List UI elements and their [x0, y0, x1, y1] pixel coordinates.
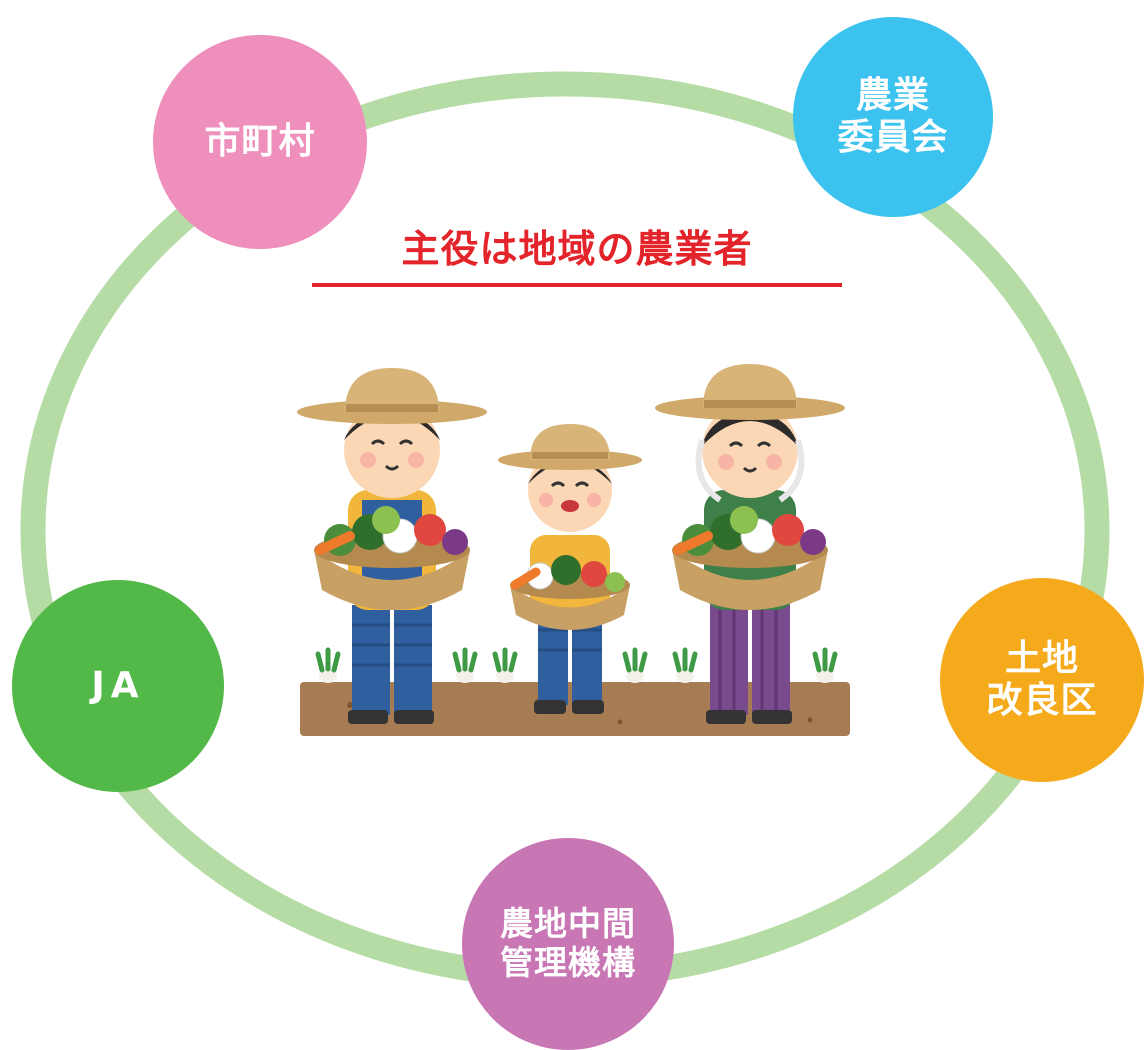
node-land-improvement-district: 土地 改良区 [940, 578, 1144, 782]
node-agricultural-committee: 農業 委員会 [793, 17, 993, 217]
node-ja: JA [12, 580, 224, 792]
farmers-illustration [297, 364, 850, 736]
node-agricultural-committee-label-2: 委員会 [837, 117, 949, 158]
farmer-woman [655, 364, 845, 724]
node-municipality: 市町村 [153, 35, 367, 249]
node-farmland-intermediary-label-1: 農地中間 [500, 904, 636, 944]
node-farmland-intermediary-organization: 農地中間 管理機構 [462, 838, 674, 1050]
title-underline [312, 283, 842, 287]
node-land-improvement-label-2: 改良区 [986, 680, 1098, 721]
farmer-man [297, 368, 487, 724]
daikon-sprouts [315, 647, 838, 683]
node-agricultural-committee-label-1: 農業 [855, 74, 930, 116]
node-land-improvement-label-1: 土地 [1004, 637, 1079, 679]
diagram-title: 主役は地域の農業者 [401, 227, 753, 271]
node-farmland-intermediary-label-2: 管理機構 [500, 943, 636, 982]
node-ja-label: JA [91, 664, 145, 706]
farmer-child [498, 424, 642, 714]
node-municipality-label: 市町村 [204, 120, 316, 162]
